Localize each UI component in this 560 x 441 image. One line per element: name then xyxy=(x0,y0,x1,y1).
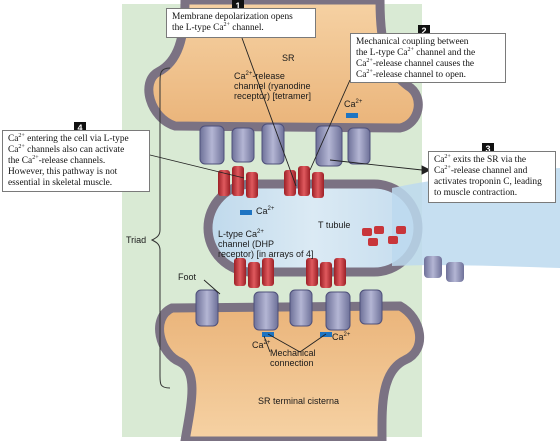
triad-label: Triad xyxy=(126,235,147,245)
ca-ion-label-bottom-left: Ca2+ xyxy=(252,340,271,350)
ca-ion-label-top: Ca2+ xyxy=(344,99,363,109)
ltype-channels-bottom xyxy=(234,258,346,288)
mechanical-connection-line-1: Mechanical xyxy=(270,348,316,358)
ltype-channel-line-3: receptor) [in arrays of 4] xyxy=(218,249,314,259)
callout-3-line-4: to muscle contraction. xyxy=(434,188,518,198)
callout-4-line-2: Ca2+ channels also can activate xyxy=(8,144,125,155)
release-channel-line-1: Ca2+-release xyxy=(234,71,285,81)
release-channel-label: Ca2+-release channel (ryanodine receptor… xyxy=(234,71,311,101)
ltype-channel-label: L-type Ca2+ channel (DHP receptor) [in a… xyxy=(218,229,314,259)
dhp-arrays-floating xyxy=(362,226,406,246)
t-tubule-label: T tubule xyxy=(318,220,351,230)
callout-2-line-3: Ca2+-release channel causes the xyxy=(356,58,475,69)
release-channels-top xyxy=(199,123,371,167)
callout-4-line-4: However, this pathway is not xyxy=(8,167,118,177)
callout-3-line-3: activates troponin C, leading xyxy=(434,177,542,187)
callout-3: Ca2+ exits the SR via the Ca2+-release c… xyxy=(428,151,556,203)
leader-lines xyxy=(149,37,432,353)
callout-1-line-2: the L-type Ca2+ channel. xyxy=(172,22,264,33)
ltype-channel-line-1: L-type Ca2+ xyxy=(218,229,264,239)
callout-1: Membrane depolarization opens the L-type… xyxy=(166,8,316,38)
triad-bracket xyxy=(150,67,171,389)
callout-4-line-1: Ca2+ entering the cell via L-type xyxy=(8,133,129,144)
ltype-channel-line-2: channel (DHP xyxy=(218,239,275,249)
release-channel-line-3: receptor) [tetramer] xyxy=(234,91,312,101)
mechanical-connection-line-2: connection xyxy=(270,358,314,368)
callout-2-line-1: Mechanical coupling between xyxy=(356,37,469,47)
ca-ion-label-mid: Ca2+ xyxy=(256,206,275,216)
sr-bottom-membrane xyxy=(155,301,425,441)
mechanical-connection-label: Mechanical connection xyxy=(270,348,316,368)
sr-terminal-cisterna-label: SR terminal cisterna xyxy=(258,396,340,406)
callout-3-line-2: Ca2+-release channel and xyxy=(434,165,528,176)
callout-2-line-4: Ca2+-release channel to open. xyxy=(356,69,466,80)
ca-ion-label-bottom-right: Ca2+ xyxy=(332,332,351,342)
sr-top-label: SR xyxy=(282,53,295,63)
callout-3-line-1: Ca2+ exits the SR via the xyxy=(434,154,527,165)
callout-4-line-3: the Ca2+-release channels. xyxy=(8,155,106,166)
callout-4-line-5: essential in skeletal muscle. xyxy=(8,178,113,188)
release-channels-right xyxy=(424,256,464,282)
release-channel-line-2: channel (ryanodine xyxy=(234,81,311,91)
callout-1-line-1: Membrane depolarization opens xyxy=(172,12,293,22)
callout-2: Mechanical coupling between the L-type C… xyxy=(350,33,506,83)
callout-4: Ca2+ entering the cell via L-type Ca2+ c… xyxy=(2,130,150,192)
callout-2-line-2: the L-type Ca2+ channel and the xyxy=(356,47,476,58)
release-channels-bottom xyxy=(195,289,383,331)
foot-label: Foot xyxy=(178,272,197,282)
